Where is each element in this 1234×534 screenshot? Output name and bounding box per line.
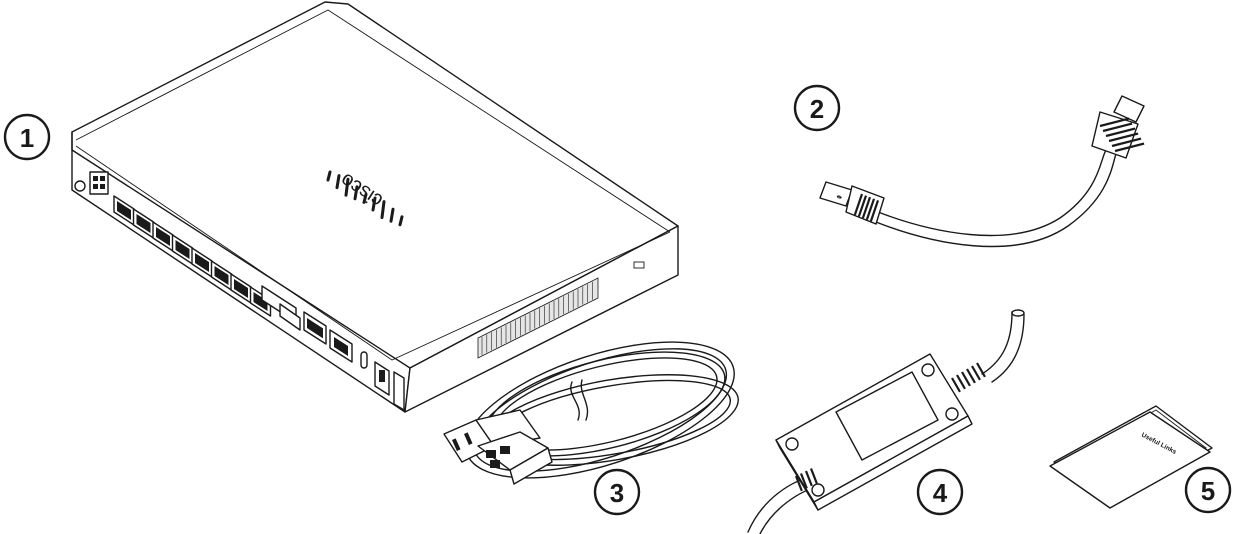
ethernet-port-opening [214,266,229,285]
status-led [633,261,645,269]
uplink-ports [303,311,353,363]
svg-text:1: 1 [20,123,34,153]
logo-bar [353,185,359,201]
ethernet-port-opening [234,279,248,298]
sfp-ports [261,285,301,331]
logo-bar [380,200,386,220]
svg-text:4: 4 [933,478,948,508]
ethernet-port-opening [136,214,151,233]
router-illustration: cisco [71,1,679,413]
vent-grille [477,277,599,359]
cisco-logo-bars-icon [326,170,404,227]
usb-plug-left: ⇹ [819,181,885,225]
callout-1: 1 [3,113,51,161]
iec-connector [477,431,553,485]
logo-bar [335,174,341,190]
callout-5: 5 [1184,466,1232,514]
ethernet-port-opening [195,253,209,272]
usb-plug-right [1091,95,1145,159]
ethernet-port-opening [253,292,268,311]
logo-bar [362,192,368,204]
logo-bar [398,215,404,227]
useful-links-card: Useful Links [1049,405,1213,509]
power-connector [74,171,109,195]
ethernet-port-opening [156,227,170,246]
usb-cable-illustration: ⇹ [819,95,1145,248]
logo-bar [371,196,377,212]
svg-text:3: 3 [610,478,624,508]
svg-text:⇹: ⇹ [835,193,843,202]
power-cord-illustration [443,341,739,485]
logo-bar [326,170,332,182]
power-adapter-illustration [747,309,1025,534]
svg-text:2: 2 [810,94,824,124]
logo-bar [344,177,350,197]
callout-3: 3 [593,468,641,516]
svg-text:5: 5 [1201,476,1215,506]
ethernet-port-opening [175,240,190,259]
callout-2: 2 [793,84,841,132]
usb-ports [360,351,405,411]
callout-4: 4 [916,468,964,516]
logo-bar [389,207,395,223]
ethernet-port-opening [117,201,131,220]
ethernet-ports [113,195,272,317]
